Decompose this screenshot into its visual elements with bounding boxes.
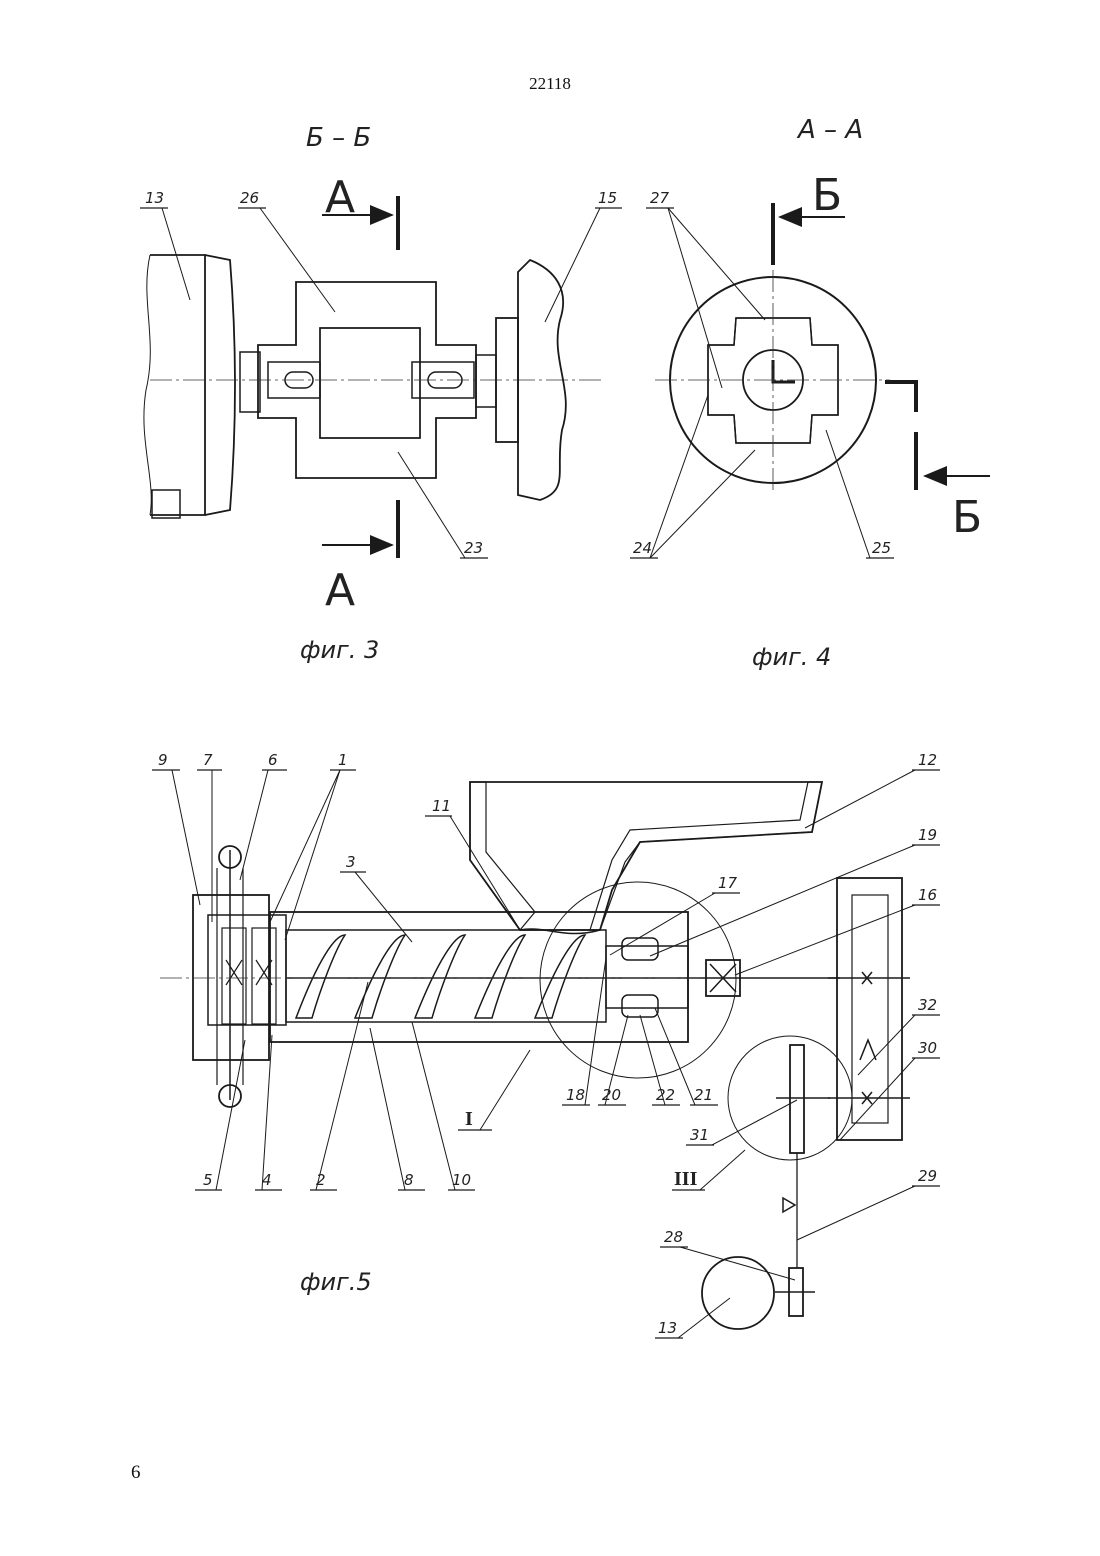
- label-7: 7: [203, 751, 213, 769]
- bearing-right: [252, 928, 276, 1024]
- label-1: 1: [338, 751, 348, 769]
- seal-bottom: [622, 995, 658, 1017]
- motor-flange: [205, 255, 235, 515]
- fig3-caption: фиг. 3: [300, 636, 379, 664]
- fig4-section-title: А – А: [796, 115, 863, 145]
- fig4-cut-bend: [885, 382, 916, 412]
- label-15: 15: [598, 189, 617, 207]
- motor-13: [702, 1257, 774, 1329]
- label-21: 21: [694, 1086, 713, 1104]
- label-11: 11: [432, 797, 451, 815]
- pulley-31: [790, 1045, 804, 1153]
- fig4-cut-letter-bottom: Б: [952, 492, 982, 543]
- label-22: 22: [656, 1086, 675, 1104]
- label-4: 4: [262, 1171, 272, 1189]
- label-3: 3: [346, 853, 356, 871]
- label-13: 13: [145, 189, 164, 207]
- motor-shaft: [240, 352, 260, 412]
- belt-arrow: [783, 1198, 795, 1212]
- label-2: 2: [316, 1171, 326, 1189]
- label-13b: 13: [658, 1319, 677, 1337]
- label-8: 8: [404, 1171, 414, 1189]
- label-16: 16: [918, 886, 937, 904]
- screw-flights: [296, 935, 585, 1018]
- label-23: 23: [464, 539, 483, 557]
- motor-body: [150, 255, 205, 515]
- label-25: 25: [872, 539, 891, 557]
- fig4-drawing: А – А Б Б 27 24 25 фиг. 4: [630, 115, 990, 671]
- fig5-caption: фиг.5: [300, 1268, 372, 1296]
- coupling-insert-cavity: [320, 328, 420, 438]
- fig5-drawing: 9 7 6 1 3 11 12 19 17 16 32 30 29 28: [152, 751, 940, 1338]
- motor-break-line: [144, 255, 151, 515]
- fig3-section-title: Б – Б: [306, 123, 371, 153]
- keyway: [773, 360, 795, 382]
- seal-top: [622, 938, 658, 960]
- belt-mark: [860, 1040, 876, 1060]
- label-12: 12: [918, 751, 937, 769]
- hopper: [470, 782, 822, 930]
- label-17: 17: [718, 874, 738, 892]
- label-30: 30: [918, 1039, 937, 1057]
- label-24: 24: [633, 539, 652, 557]
- label-9: 9: [158, 751, 168, 769]
- pump-shaft: [476, 355, 496, 407]
- label-28: 28: [664, 1228, 683, 1246]
- label-19: 19: [918, 826, 937, 844]
- detail-I-label: I: [465, 1108, 473, 1130]
- fig3-drawing: Б – Б А А 13 26: [140, 123, 622, 664]
- barrel-end-bore: [606, 946, 688, 1008]
- label-32: 32: [918, 996, 937, 1014]
- fig3-cut-letter-bottom: А: [325, 565, 355, 616]
- label-29: 29: [918, 1167, 937, 1185]
- label-10: 10: [452, 1171, 471, 1189]
- label-5: 5: [203, 1171, 213, 1189]
- motor-foot: [152, 490, 180, 518]
- label-27: 27: [650, 189, 670, 207]
- label-6: 6: [268, 751, 278, 769]
- label-31: 31: [690, 1126, 709, 1144]
- elastic-insert: [320, 328, 420, 438]
- bearing-bore: [208, 915, 286, 1025]
- label-18: 18: [566, 1086, 585, 1104]
- detail-III-label: III: [674, 1168, 698, 1190]
- fig4-cut-letter-top: Б: [812, 170, 842, 221]
- label-20: 20: [602, 1086, 621, 1104]
- label-26: 26: [240, 189, 259, 207]
- fig4-caption: фиг. 4: [752, 643, 831, 671]
